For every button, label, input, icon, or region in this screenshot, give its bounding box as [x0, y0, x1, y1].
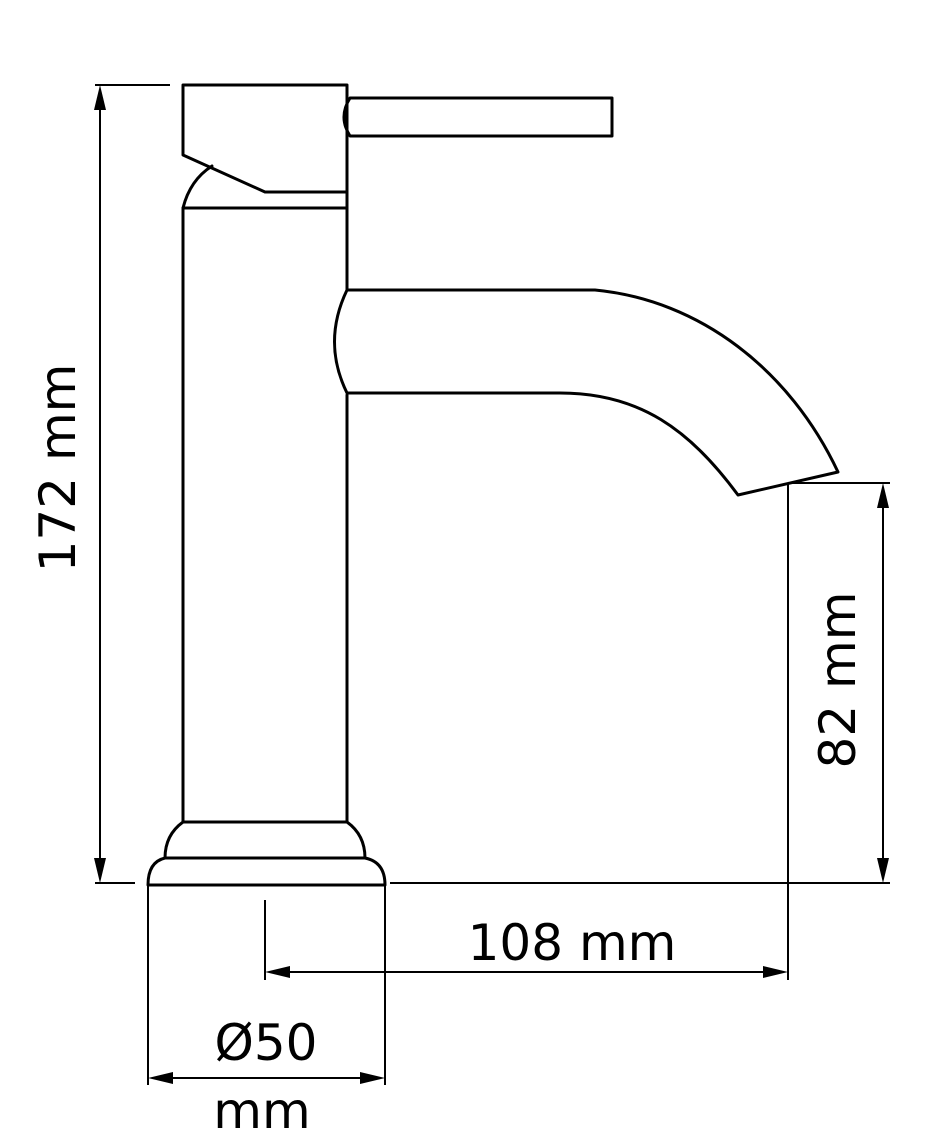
lever-handle [342, 96, 614, 138]
reach-dimension: 108 mm [264, 483, 789, 980]
base-collar [163, 820, 367, 860]
faucet-outline [146, 83, 840, 887]
total-height-dimension: 172 mm [29, 84, 170, 884]
reach-label: 108 mm [468, 914, 677, 972]
spout [333, 288, 840, 497]
spout-height-label: 82 mm [809, 592, 867, 769]
base-diameter-unit: mm [213, 1082, 310, 1140]
handle-cap [181, 83, 349, 194]
spout-height-dimension: 82 mm [390, 482, 890, 884]
total-height-label: 172 mm [29, 364, 87, 573]
base-diameter-label: Ø50 [215, 1014, 318, 1072]
handle-neck [181, 164, 349, 210]
base-plate [146, 856, 387, 887]
base-diameter-dimension: Ø50 mm [147, 885, 386, 1140]
faucet-body [181, 206, 349, 824]
